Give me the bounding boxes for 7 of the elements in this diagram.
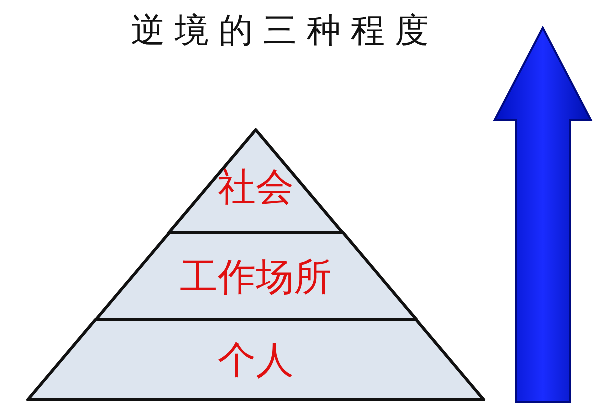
- pyramid-tier: [96, 233, 416, 320]
- title: 逆境的三种程度: [130, 10, 440, 53]
- tier-label: 工作场所: [178, 256, 333, 296]
- pyramid-tier: [28, 320, 484, 400]
- tier-label: 个人: [217, 340, 295, 380]
- tier-label: 社会: [216, 166, 295, 207]
- pyramid-apex: [169, 130, 343, 233]
